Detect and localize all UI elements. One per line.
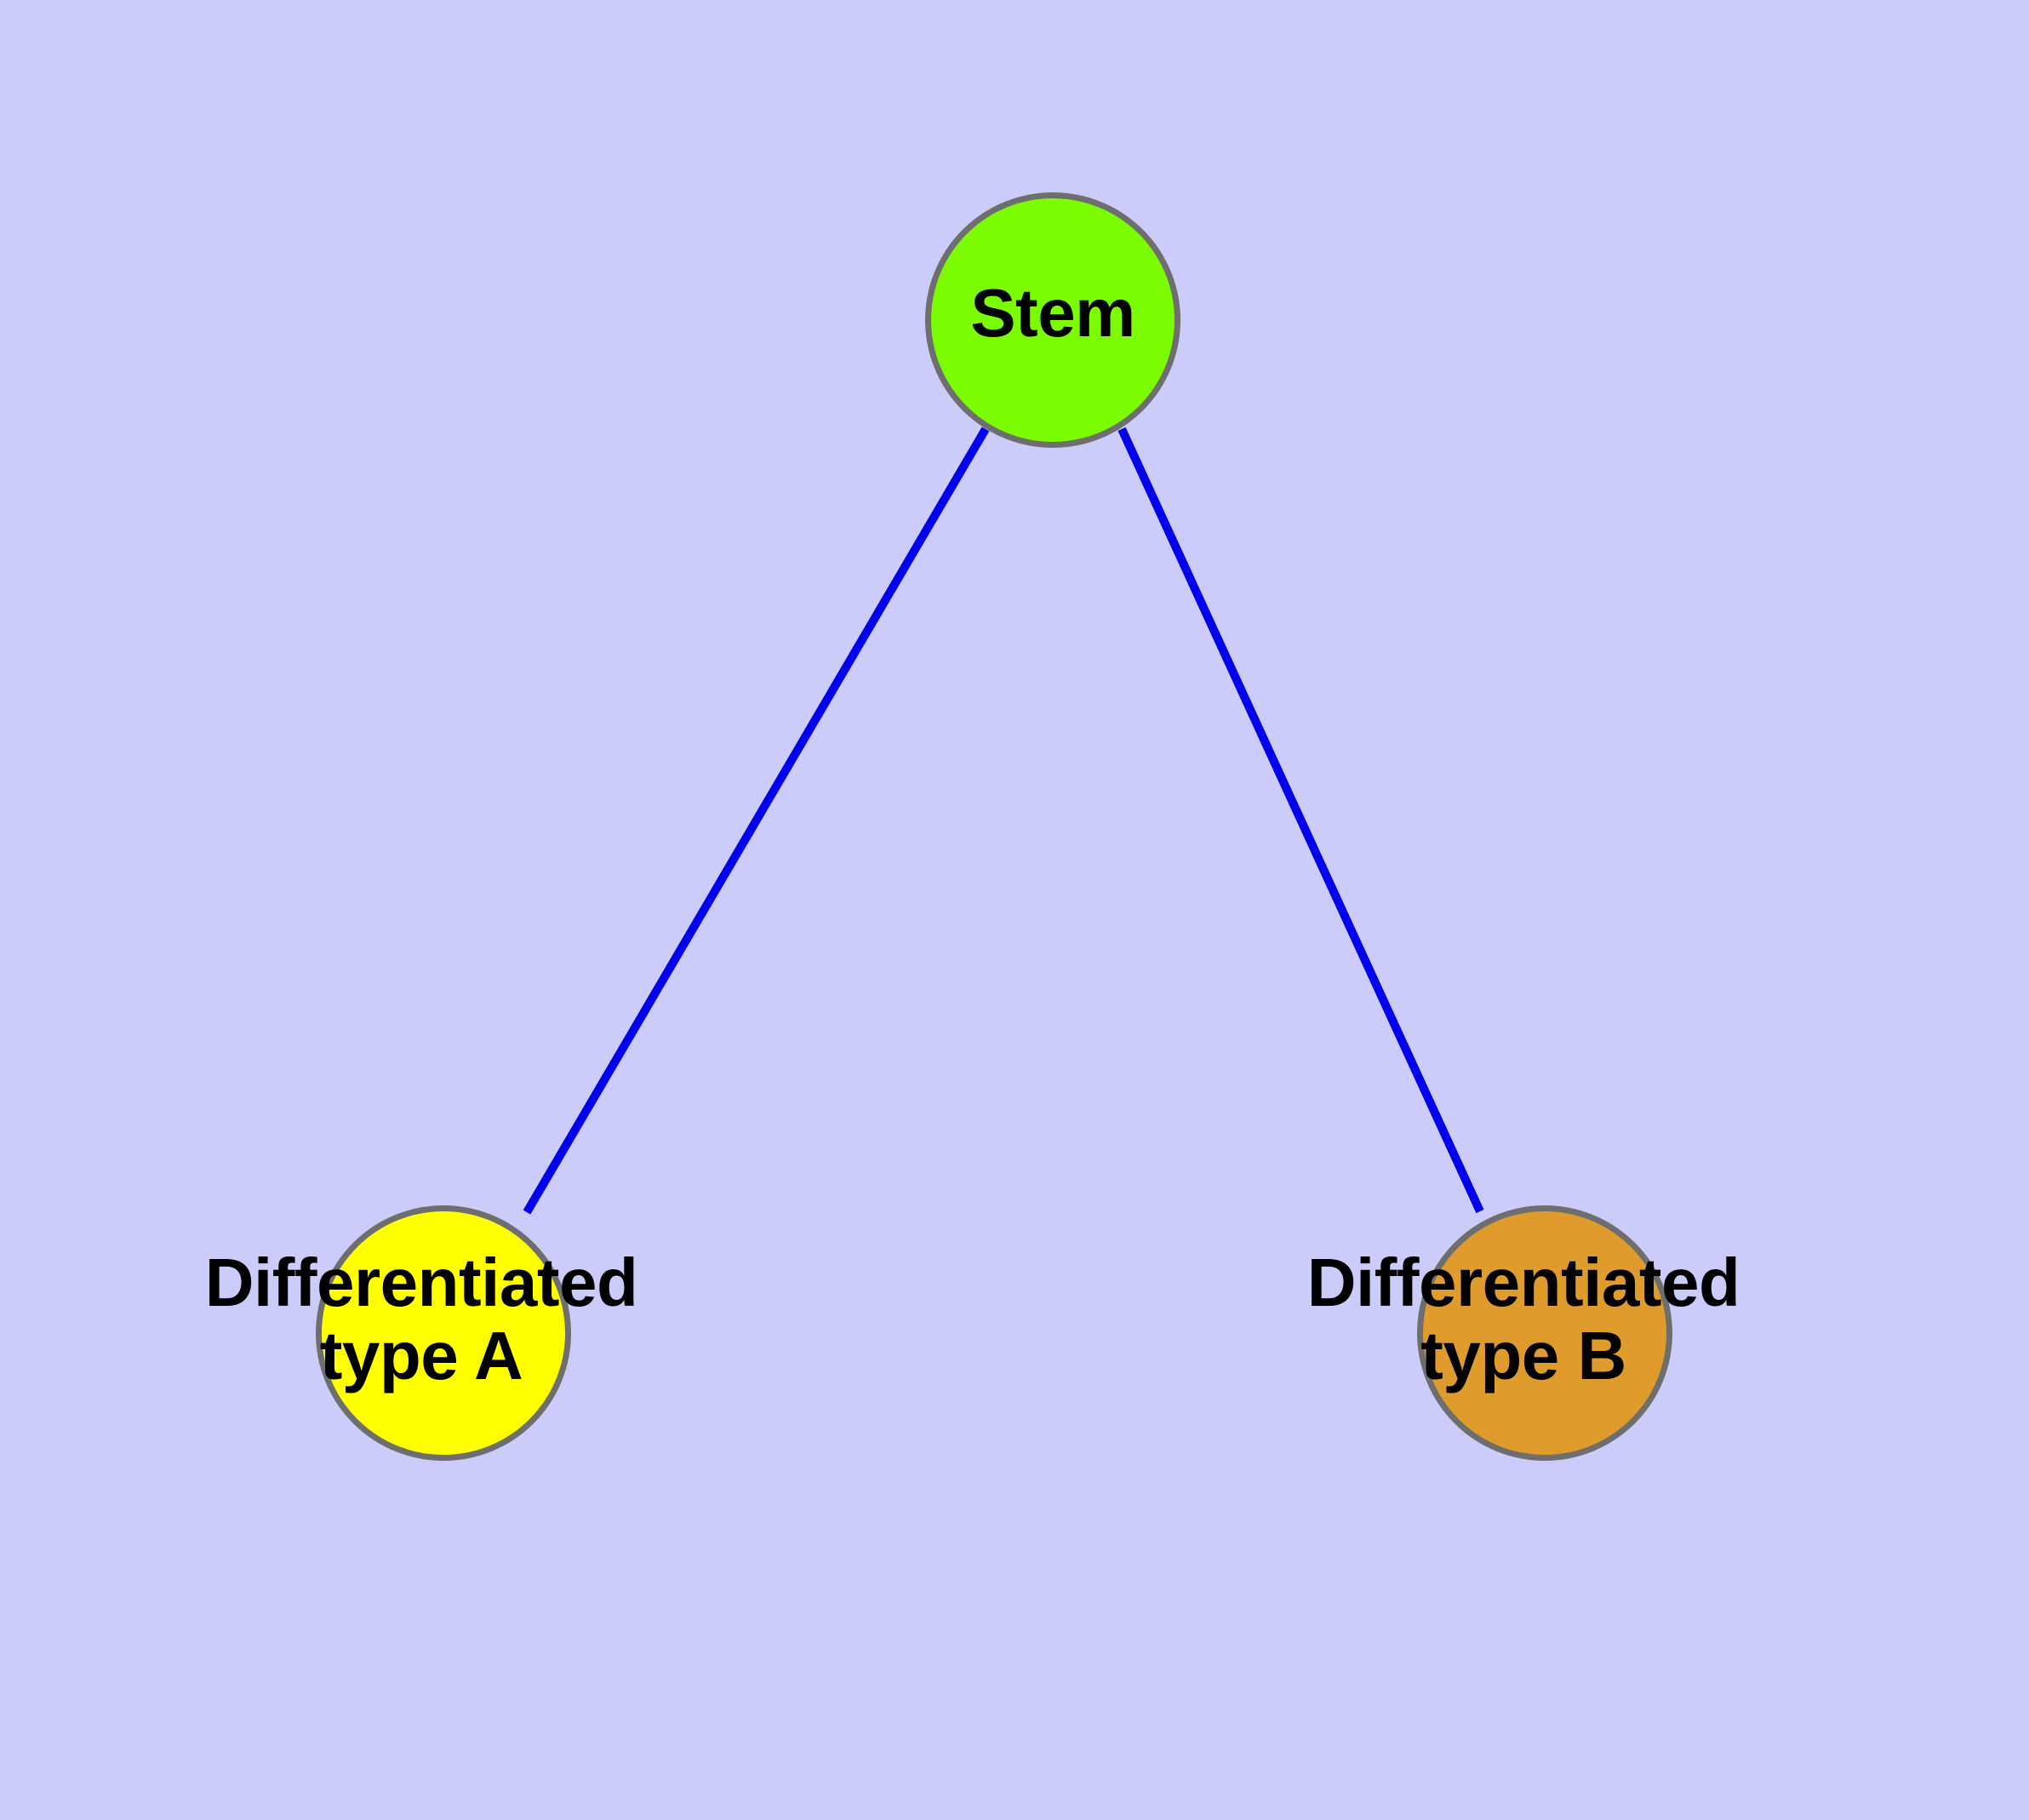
node-stem[interactable] <box>925 192 1180 448</box>
edge-stem-to-type-a <box>523 426 990 1215</box>
node-differentiated-type-a[interactable] <box>316 1205 571 1461</box>
edge-stem-to-type-b <box>1117 426 1484 1214</box>
node-differentiated-type-b[interactable] <box>1417 1205 1672 1461</box>
